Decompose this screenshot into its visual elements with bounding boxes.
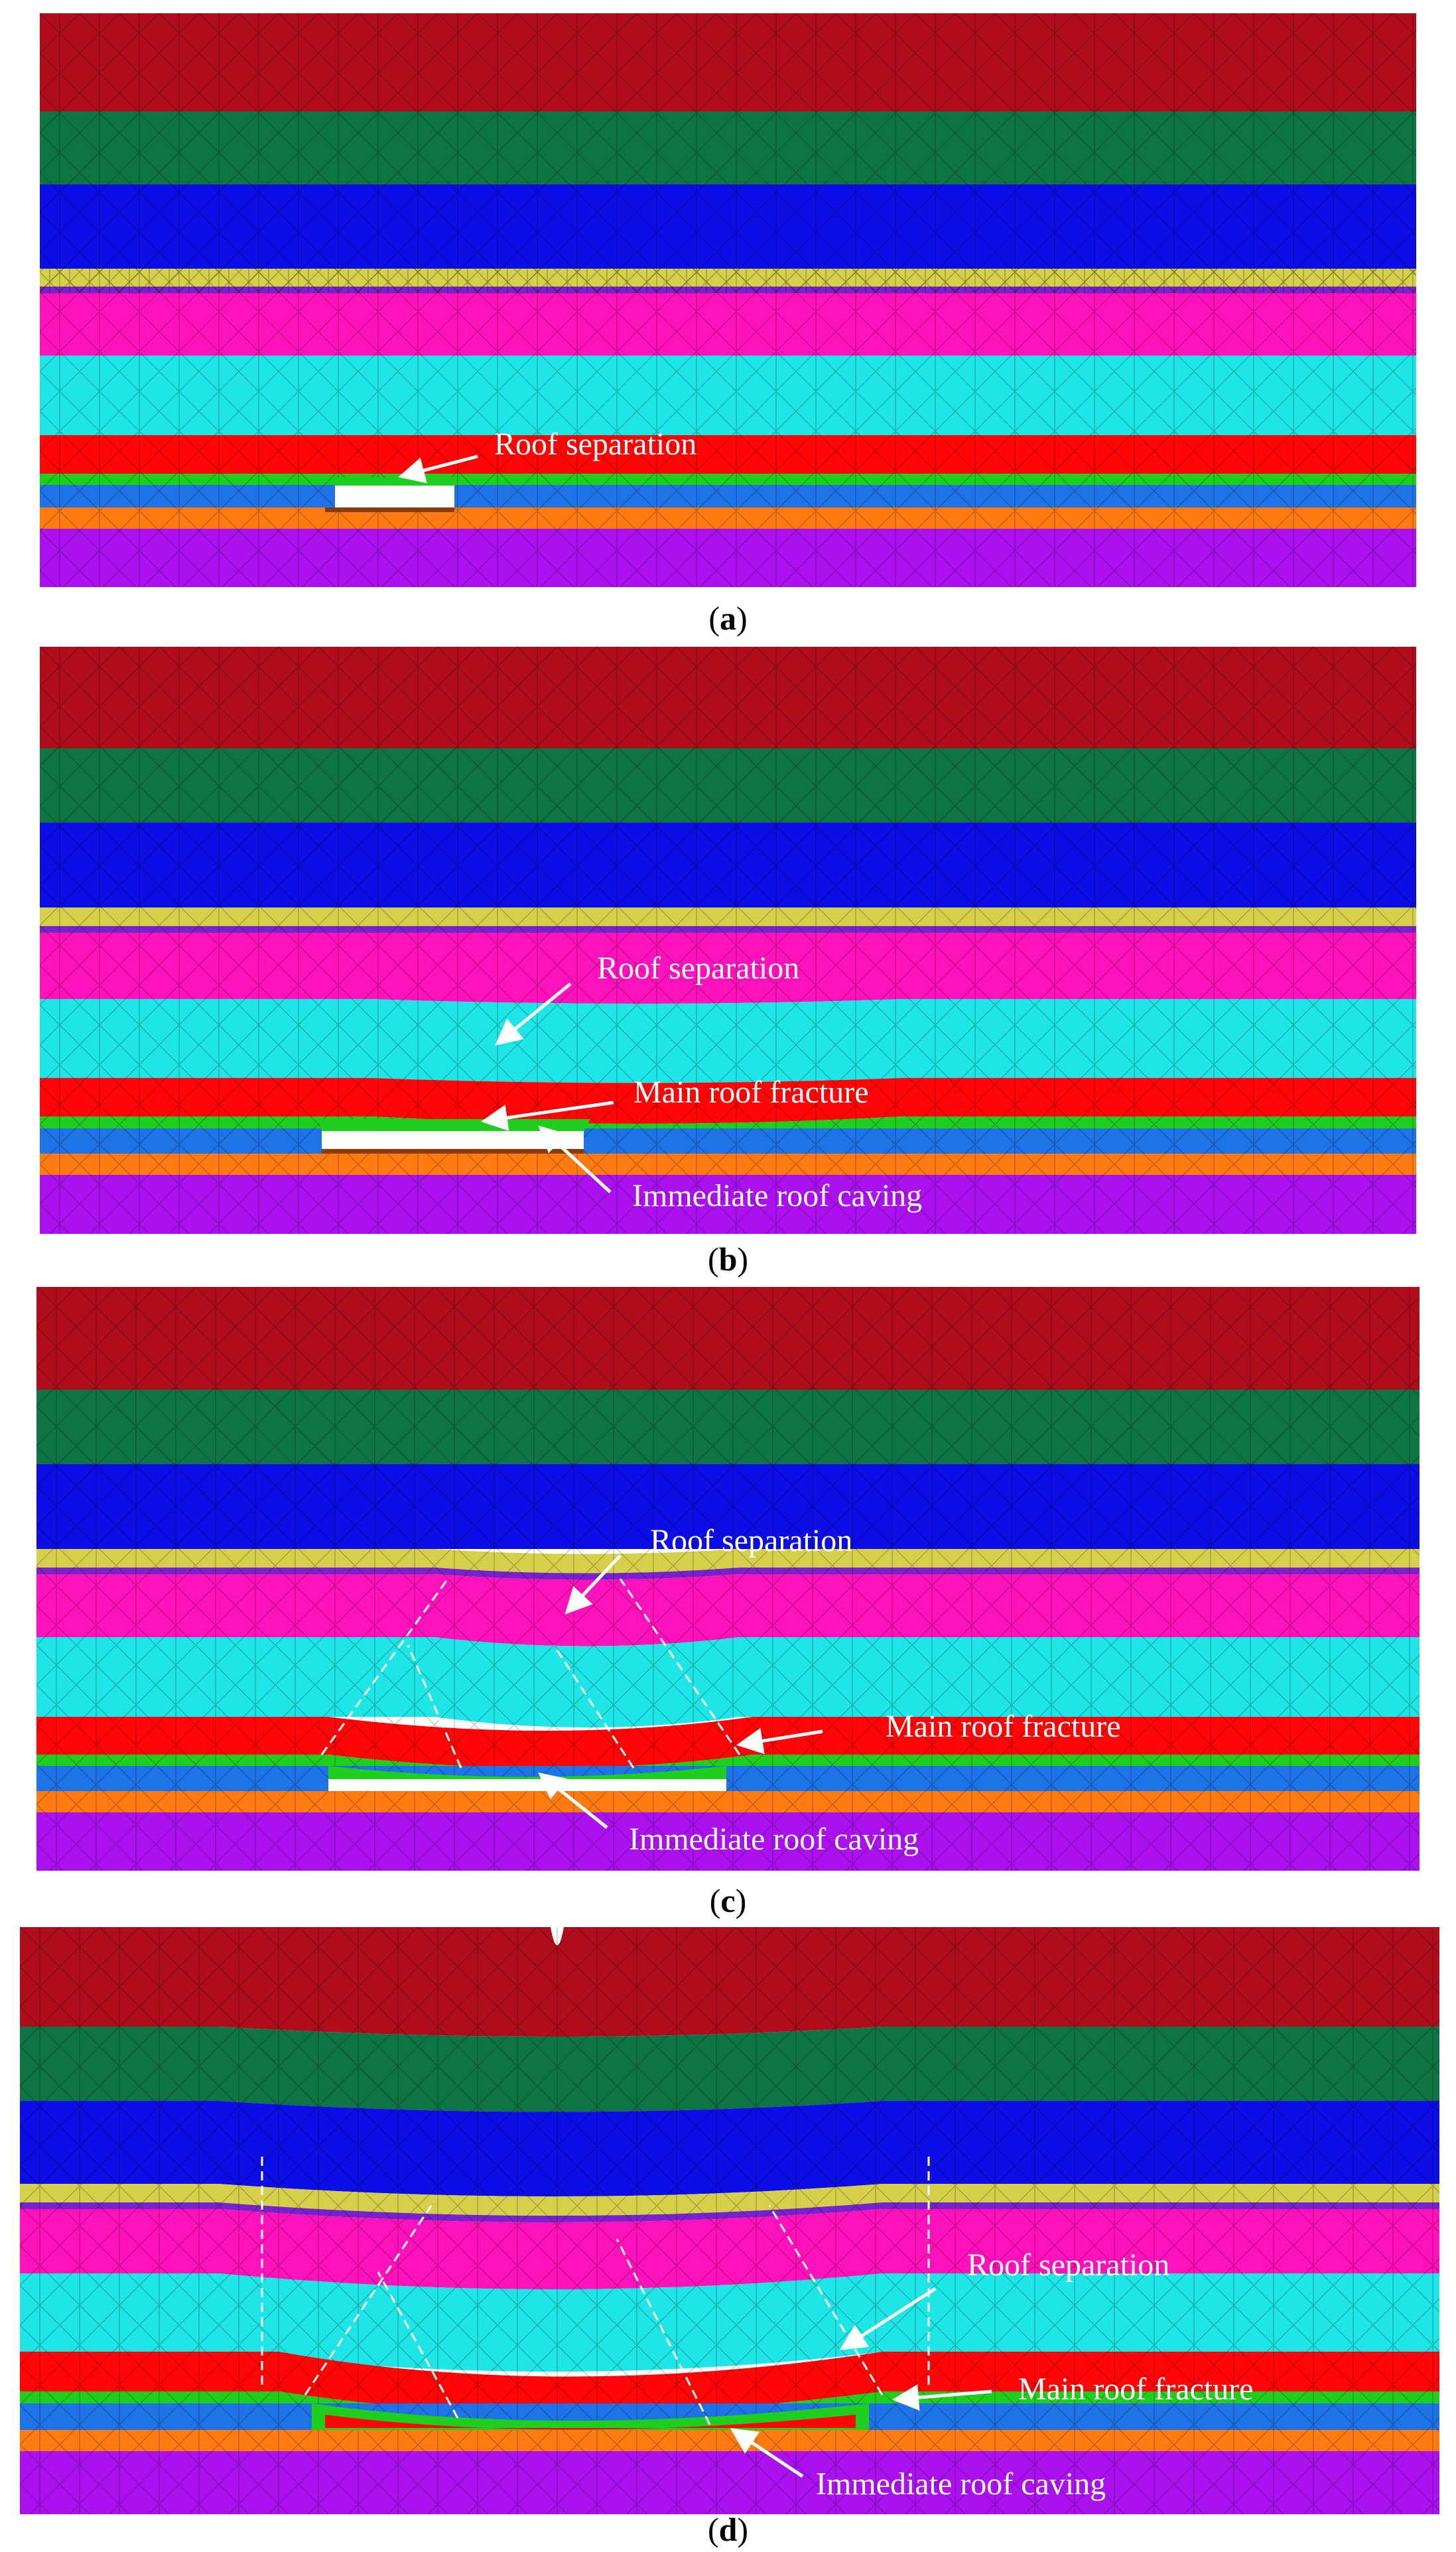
sag-green xyxy=(332,478,458,486)
arrow-roof-separation xyxy=(564,1554,622,1615)
caved-immediate-roof xyxy=(328,1766,726,1779)
mesh-overlay xyxy=(40,13,1416,587)
panel-b-model: Roof separation Main roof fracture Immed… xyxy=(40,647,1416,1234)
label-immediate-roof-caving: Immediate roof caving xyxy=(632,1178,922,1213)
label-roof-separation: Roof separation xyxy=(967,2248,1169,2283)
arrow-roof-separation xyxy=(398,454,478,484)
arrow-main-roof-fracture xyxy=(892,2384,992,2411)
panel-a-model: Roof separation xyxy=(40,13,1416,587)
arrow-roof-separation xyxy=(839,2287,937,2350)
arrow-immediate-roof-caving xyxy=(538,1125,612,1193)
arrow-main-roof-fracture xyxy=(481,1101,614,1131)
label-immediate-roof-caving: Immediate roof caving xyxy=(629,1822,919,1857)
fracture-line-left-outer xyxy=(304,2205,432,2395)
floor-strip xyxy=(322,1149,584,1154)
panel-d-model: Roof separation Main roof fracture Immed… xyxy=(20,1927,1439,2514)
arrow-main-roof-fracture xyxy=(736,1727,823,1755)
mesh-overlay-fine xyxy=(40,269,1416,293)
panel-c-model: Roof separation Main roof fracture Immed… xyxy=(36,1287,1420,1871)
mesh-overlay xyxy=(36,1287,1420,1871)
goaf-void xyxy=(335,486,454,507)
caved-immediate-roof xyxy=(312,2403,869,2430)
fracture-line-center xyxy=(616,2238,711,2425)
label-main-roof-fracture: Main roof fracture xyxy=(1018,2372,1254,2407)
goaf-void xyxy=(328,1779,726,1791)
fracture-line-left-outer xyxy=(320,1578,449,1755)
label-main-roof-fracture: Main roof fracture xyxy=(886,1709,1121,1744)
mesh-overlay xyxy=(40,647,1416,1234)
arrow-immediate-roof-caving xyxy=(538,1772,608,1829)
caption-b: (b) xyxy=(707,1241,749,1278)
label-roof-separation: Roof separation xyxy=(597,951,799,986)
label-main-roof-fracture: Main roof fracture xyxy=(633,1075,869,1110)
fracture-line-right-outer xyxy=(619,1578,741,1755)
arrow-roof-separation xyxy=(495,982,572,1046)
caved-red-block xyxy=(325,2415,856,2430)
fracture-line-right-outer xyxy=(768,2205,884,2395)
goaf-void xyxy=(322,1131,584,1154)
caption-d: (d) xyxy=(707,2511,749,2548)
fracture-line-left-inner xyxy=(377,2271,459,2419)
label-roof-separation: Roof separation xyxy=(650,1523,852,1558)
arrow-immediate-roof-caving xyxy=(730,2428,804,2478)
caved-immediate-roof xyxy=(318,1119,590,1131)
label-immediate-roof-caving: Immediate roof caving xyxy=(816,2466,1106,2502)
caption-c: (c) xyxy=(709,1882,747,1919)
label-roof-separation: Roof separation xyxy=(494,427,696,462)
caption-a: (a) xyxy=(708,600,748,637)
fracture-line-right-inner xyxy=(553,1645,635,1769)
fracture-line-left-inner xyxy=(407,1645,462,1769)
floor-strip xyxy=(325,507,454,512)
